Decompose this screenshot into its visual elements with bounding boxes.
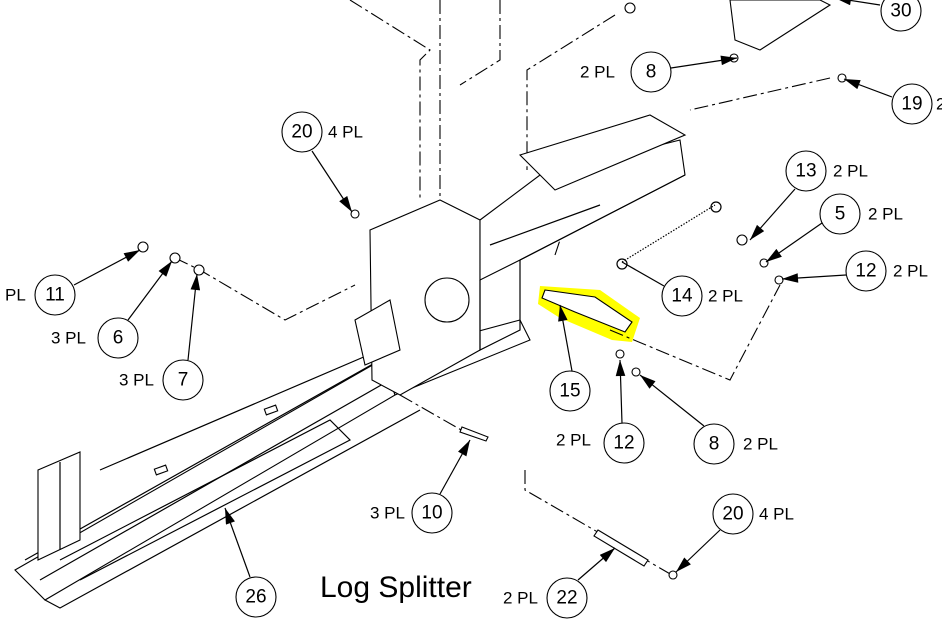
svg-text:3 PL: 3 PL <box>119 371 154 390</box>
balloon-15: 15 <box>549 370 591 412</box>
svg-text:8: 8 <box>709 434 720 455</box>
balloon-12-right: 12 2 PL <box>845 250 928 292</box>
svg-text:19: 19 <box>901 94 922 115</box>
svg-text:2 PL: 2 PL <box>503 589 538 608</box>
balloon-26: 26 <box>235 576 277 618</box>
balloon-20-bottom: 20 4 PL <box>712 493 794 535</box>
balloon-13: 13 2 PL <box>785 150 868 192</box>
svg-text:30: 30 <box>890 1 911 22</box>
balloon-22: 22 2 PL <box>503 577 588 619</box>
balloon-14: 14 2 PL <box>661 275 743 317</box>
svg-text:4 PL: 4 PL <box>328 123 363 142</box>
svg-text:PL: PL <box>5 286 26 305</box>
svg-text:10: 10 <box>421 503 442 524</box>
balloon-12-bottom: 12 2 PL <box>556 422 645 464</box>
svg-text:4 PL: 4 PL <box>759 505 794 524</box>
balloon-20-top: 20 4 PL <box>281 111 363 153</box>
svg-text:2 PL: 2 PL <box>868 205 903 224</box>
svg-text:2 PL: 2 PL <box>556 431 591 450</box>
svg-text:5: 5 <box>835 204 846 225</box>
svg-text:11: 11 <box>45 285 65 306</box>
svg-text:20: 20 <box>722 504 743 525</box>
balloon-19: 19 2 <box>891 83 942 125</box>
svg-text:8: 8 <box>646 62 657 83</box>
balloon-7: 7 3 PL <box>119 359 204 401</box>
svg-text:2 PL: 2 PL <box>893 262 928 281</box>
log-splitter-frame <box>14 0 847 609</box>
svg-text:20: 20 <box>291 122 312 143</box>
svg-text:2 PL: 2 PL <box>580 63 615 82</box>
balloon-10: 10 3 PL <box>370 492 453 534</box>
svg-text:2 PL: 2 PL <box>833 162 868 181</box>
svg-text:3 PL: 3 PL <box>51 329 86 348</box>
svg-text:22: 22 <box>556 588 577 609</box>
drawing-title: Log Splitter <box>320 571 472 604</box>
svg-text:7: 7 <box>178 370 189 391</box>
svg-text:14: 14 <box>671 286 693 307</box>
svg-text:12: 12 <box>613 433 634 454</box>
svg-text:13: 13 <box>795 161 816 182</box>
balloon-11: 11 PL <box>5 274 76 316</box>
svg-text:2: 2 <box>936 95 942 114</box>
svg-text:3 PL: 3 PL <box>370 504 405 523</box>
svg-text:15: 15 <box>559 381 580 402</box>
svg-text:26: 26 <box>245 587 266 608</box>
svg-text:2 PL: 2 PL <box>708 287 743 306</box>
balloon-8-bottom: 8 2 PL <box>693 423 778 465</box>
leader-lines <box>73 0 893 581</box>
svg-text:12: 12 <box>855 261 876 282</box>
balloon-6: 6 3 PL <box>51 317 139 359</box>
balloon-5: 5 2 PL <box>819 193 903 235</box>
balloon-8-top: 8 2 PL <box>580 51 672 93</box>
balloon-30: 30 <box>880 0 922 32</box>
svg-text:2 PL: 2 PL <box>743 435 778 454</box>
svg-text:6: 6 <box>113 328 124 349</box>
